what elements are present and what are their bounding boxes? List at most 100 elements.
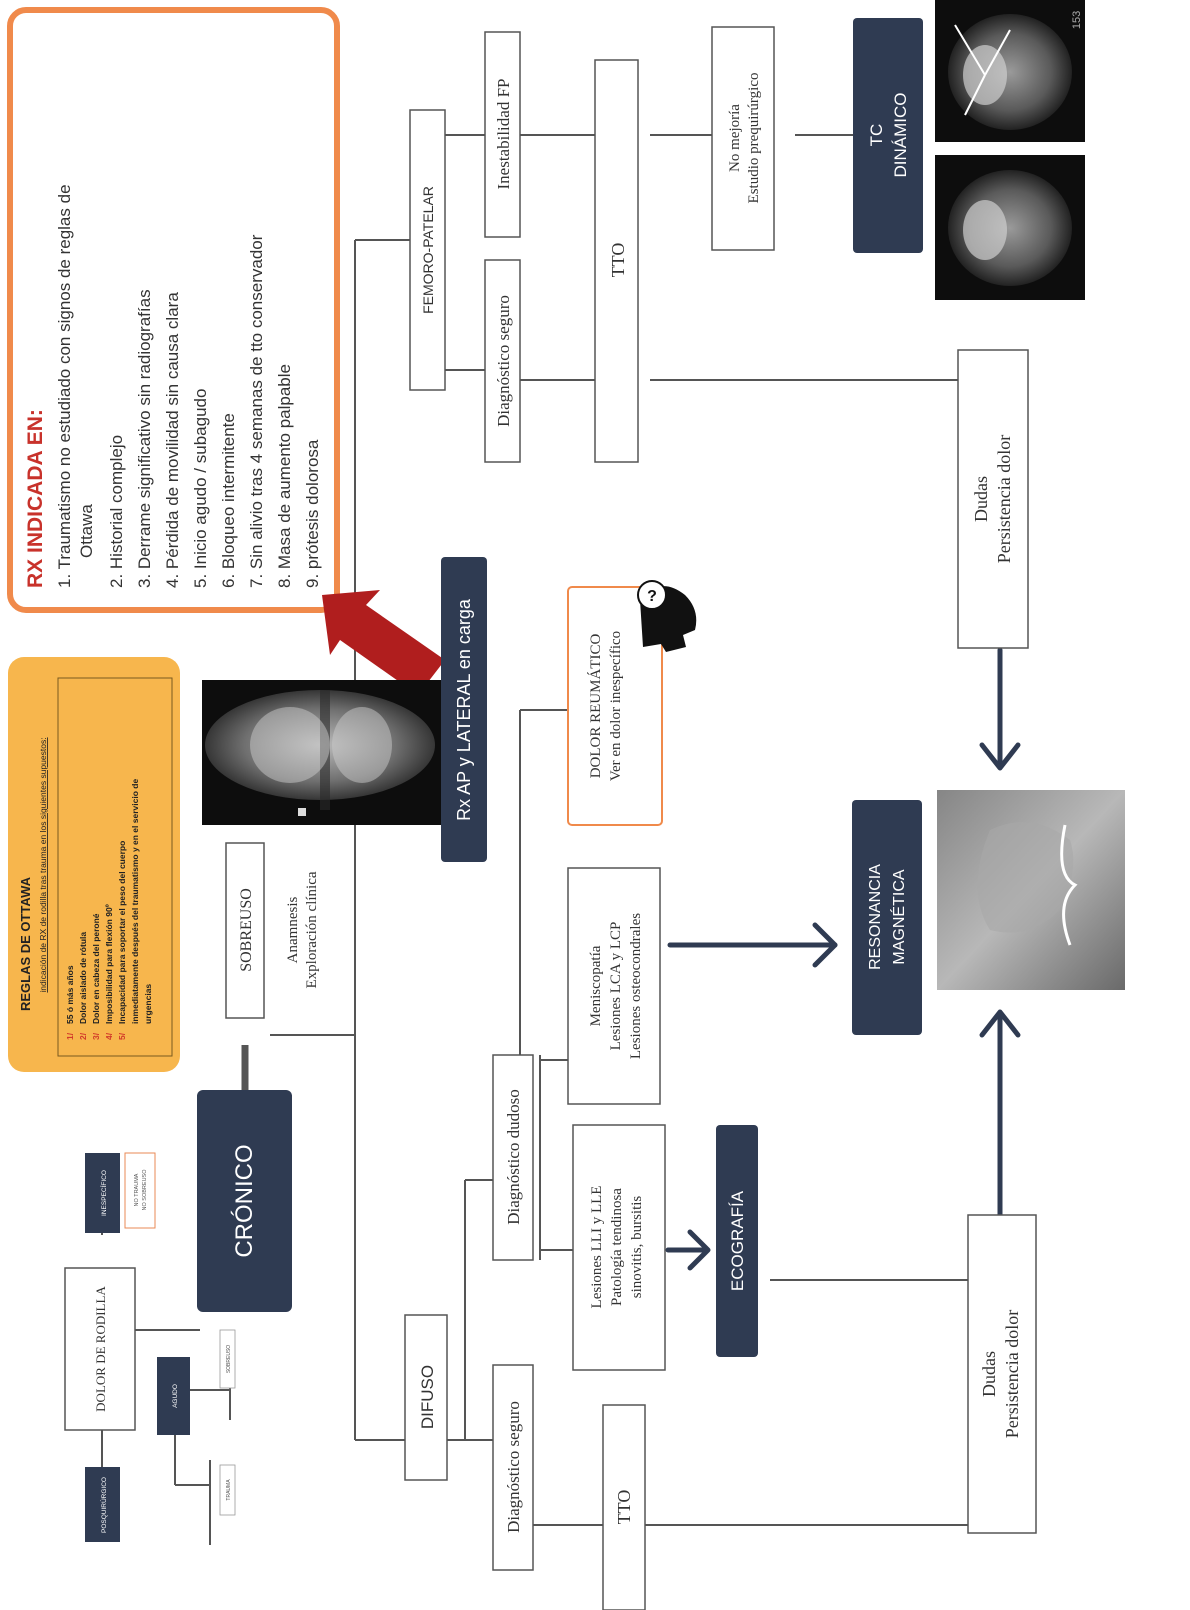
svg-text:Meniscopatía: Meniscopatía [588,945,604,1026]
svg-text:Lesiones osteocondrales: Lesiones osteocondrales [628,913,644,1059]
dudas-top-node: Dudas Persistencia dolor [957,349,1029,649]
diag-seguro-fp-node: Diagnóstico seguro [484,259,521,463]
svg-text:Ver en dolor inespecífico: Ver en dolor inespecífico [608,631,624,781]
rx-ap-lateral-node: Rx AP y LATERAL en carga [441,557,487,862]
svg-text:DOLOR REUMÁTICO: DOLOR REUMÁTICO [587,634,604,779]
rx-indication-item: 1. Traumatismo no estudiado con signos d… [55,184,74,588]
resonancia-node: RESONANCIA MAGNÉTICA [852,800,922,1035]
difuso-node: DIFUSO [404,1314,448,1481]
rx-box-title: RX INDICADA EN: [24,409,47,588]
svg-text:Persistencia dolor: Persistencia dolor [994,435,1014,563]
xray-image [202,680,447,825]
dudas-bottom-node: Dudas Persistencia dolor [967,1214,1037,1534]
dolor-rodilla-node: DOLOR DE RODILLA [64,1267,136,1431]
ottawa-subtitle: indicación de RX de rodilla tras trauma … [38,737,48,992]
inestabilidad-node: Inestabilidad FP [484,31,521,238]
dolor-reumatico-node: DOLOR REUMÁTICO Ver en dolor inespecífic… [567,586,663,826]
ottawa-rule-text: Dolor aislado de rótula [78,932,88,1024]
rx-indication-item: 6. Bloqueo intermitente [219,413,238,588]
ottawa-rule-number: 5/ [117,1032,127,1040]
svg-text:Lesiones LLI y LLE: Lesiones LLI y LLE [589,1186,605,1309]
svg-text:Inestabilidad FP: Inestabilidad FP [494,79,513,190]
rx-indication-item: Ottawa [77,504,96,558]
svg-text:POSQUIRÚRGICO: POSQUIRÚRGICO [99,1477,108,1533]
ottawa-rule-text: Imposibilidad para flexión 90º [104,904,114,1024]
rx-indication-item: 8. Masa de aumento palpable [275,364,294,588]
svg-text:Estudio prequirúrgico: Estudio prequirúrgico [746,73,762,204]
sobreuso-small-node: SOBREUSO [219,1329,236,1389]
ottawa-rule-text: Dolor en cabeza del peroné [91,913,101,1024]
ottawa-title: REGLAS DE OTTAWA [18,876,33,1011]
tto-fp-node: TTO [594,59,639,463]
ottawa-rule-text: Incapacidad para soportar el peso del cu… [117,841,127,1024]
svg-text:sinovitis, bursitis: sinovitis, bursitis [629,1196,645,1299]
ecografia-node: ECOGRAFÍA [716,1125,758,1357]
svg-text:DIFUSO: DIFUSO [418,1365,437,1429]
cronico-label: CRÓNICO [231,1144,258,1257]
dolor-rodilla-label: DOLOR DE RODILLA [93,1286,108,1412]
meniscopatia-node: Meniscopatía Lesiones LCA y LCP Lesiones… [567,867,661,1105]
thick-arrows [665,647,1021,1271]
svg-text:?: ? [647,588,657,605]
svg-text:RESONANCIA: RESONANCIA [867,864,884,970]
svg-text:NO SOBREUSO: NO SOBREUSO [142,1169,148,1211]
ottawa-rule-number: 3/ [91,1032,101,1040]
tc-dinamico-node: TC DINÁMICO [853,18,923,253]
trauma-small-node: TRAUMA [219,1464,236,1516]
question-head-icon: ? [637,580,697,652]
svg-text:AGUDO: AGUDO [172,1384,179,1408]
svg-text:Dudas: Dudas [971,476,991,522]
posquirurgico-node: POSQUIRÚRGICO [85,1467,120,1542]
mri-image [937,790,1125,990]
rx-indications-box: RX INDICADA EN: 1. Traumatismo no estudi… [7,7,340,613]
svg-text:Diagnóstico seguro: Diagnóstico seguro [494,295,513,427]
diag-dudoso-node: Diagnóstico dudoso [492,1054,534,1261]
svg-text:Lesiones LCA y LCP: Lesiones LCA y LCP [608,922,624,1051]
lesiones-lli-node: Lesiones LLI y LLE Patología tendinosa s… [572,1124,666,1371]
ct-image-top: 153 [935,0,1085,142]
rx-indication-item: 2. Historial complejo [107,435,126,588]
no-trauma-node: NO TRAUMA NO SOBREUSO [124,1152,156,1229]
svg-text:TTO: TTO [614,1490,634,1525]
svg-text:Patología tendinosa: Patología tendinosa [609,1188,625,1306]
svg-text:153: 153 [1071,11,1083,29]
no-mejoria-node: No mejoría Estudio prequirúrgico [711,26,775,251]
ct-image-bottom [935,155,1085,300]
rx-indication-item: 4. Pérdida de movilidad sin causa clara [163,292,182,588]
svg-text:Rx AP y LATERAL en carga: Rx AP y LATERAL en carga [454,598,474,821]
rx-indication-item: 3. Derrame significativo sin radiografía… [135,289,154,588]
svg-text:Persistencia dolor: Persistencia dolor [1002,1310,1022,1438]
femoro-patelar-node: FEMORO-PATELAR [409,109,446,391]
ottawa-rule-text: urgencias [143,984,153,1024]
rx-indication-item: 7. Sin alivio tras 4 semanas de tto cons… [247,234,266,588]
svg-text:DINÁMICO: DINÁMICO [891,93,910,178]
svg-text:Anamnesis: Anamnesis [285,897,301,964]
svg-text:SOBREUSO: SOBREUSO [238,888,255,972]
rx-indication-item: 5. Inicio agudo / subagudo [191,389,210,588]
ottawa-rule-number: 1/ [65,1032,75,1040]
svg-text:Diagnóstico dudoso: Diagnóstico dudoso [504,1089,523,1225]
svg-text:SOBREUSO: SOBREUSO [226,1345,232,1373]
ottawa-rule-text: 55 ó más años [65,965,75,1024]
inespecifico-node: INESPECÍFICO [85,1153,120,1233]
ottawa-rule-number: 2/ [78,1032,88,1040]
svg-text:FEMORO-PATELAR: FEMORO-PATELAR [420,186,436,314]
svg-text:ECOGRAFÍA: ECOGRAFÍA [728,1190,747,1291]
svg-text:Dudas: Dudas [979,1351,999,1397]
svg-text:NO TRAUMA: NO TRAUMA [134,1173,140,1206]
red-arrow [322,590,445,695]
ottawa-rule-text: inmediatamente después del traumatismo y… [130,779,140,1024]
sobreuso-node: SOBREUSO Anamnesis Exploración clínica [225,842,320,1019]
svg-text:Diagnóstico seguro: Diagnóstico seguro [504,1401,523,1533]
svg-text:TTO: TTO [608,243,628,278]
tto-difuso-node: TTO [602,1404,646,1610]
svg-text:TC: TC [867,124,886,147]
svg-text:No mejoría: No mejoría [727,104,743,172]
svg-text:TRAUMA: TRAUMA [226,1479,232,1501]
rx-indication-item: 9. prótesis dolorosa [303,439,322,588]
svg-text:MAGNÉTICA: MAGNÉTICA [889,869,908,964]
svg-text:INESPECÍFICO: INESPECÍFICO [99,1170,108,1216]
diag-seguro-difuso-node: Diagnóstico seguro [492,1364,534,1571]
cronico-node: CRÓNICO [197,1090,292,1312]
